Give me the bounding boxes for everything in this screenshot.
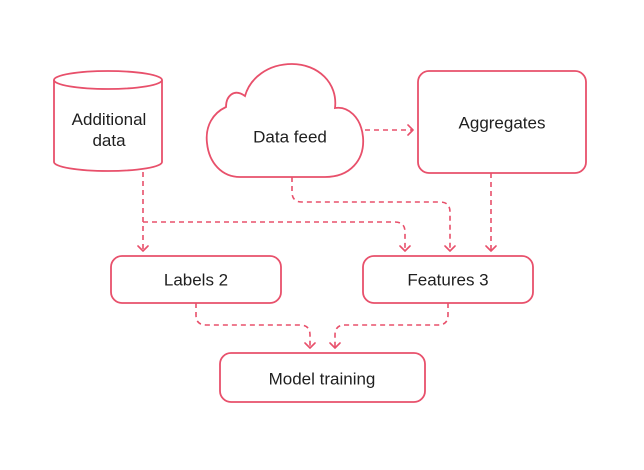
features-box — [362, 255, 534, 304]
edge-labels-to-model-training — [195, 303, 316, 349]
additional-data-cylinder-icon — [53, 70, 163, 172]
aggregates-label: Aggregates — [458, 113, 546, 133]
features-label: Features 3 — [407, 270, 489, 290]
model-training-box — [219, 352, 426, 403]
data-feed-label: Data feed — [253, 127, 327, 147]
model-training-label: Model training — [268, 369, 376, 389]
edge-data-feed-to-features — [291, 177, 456, 252]
labels-box — [110, 255, 282, 304]
edge-additional-data-to-features — [143, 221, 411, 252]
aggregates-box — [417, 70, 587, 174]
edge-features-to-model-training — [329, 303, 449, 349]
labels-label: Labels 2 — [163, 270, 229, 290]
data-feed-cloud-icon — [205, 63, 364, 178]
additional-data-label: Additional data — [71, 110, 147, 150]
